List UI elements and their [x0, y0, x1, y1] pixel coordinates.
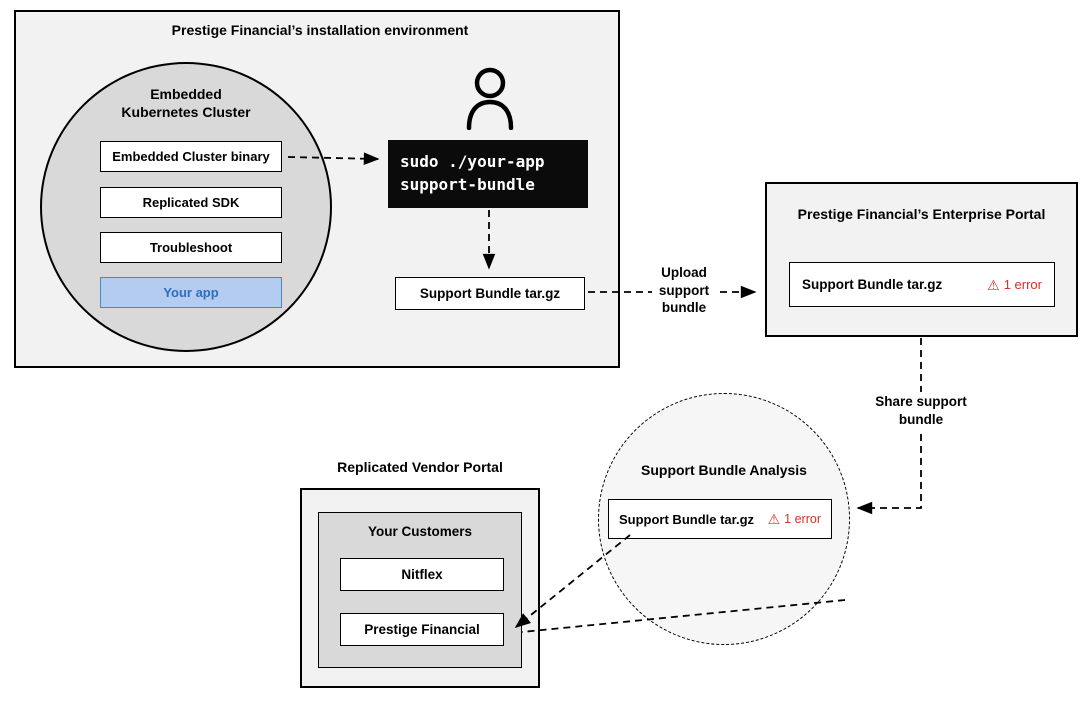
analysis-title: Support Bundle Analysis — [641, 462, 807, 478]
customer-nitflex-node: Nitflex — [340, 558, 504, 591]
analysis-bundle-row: Support Bundle tar.gz ⚠ 1 error — [608, 499, 832, 539]
terminal-line-1: sudo ./your-app — [400, 152, 545, 171]
analysis-error-badge: ⚠ 1 error — [768, 512, 821, 526]
replicated-sdk-node: Replicated SDK — [100, 187, 282, 218]
terminal-line-2: support-bundle — [400, 175, 535, 195]
upload-support-bundle-label: Upload support bundle — [652, 263, 716, 318]
your-app-node: Your app — [100, 277, 282, 308]
person-icon — [466, 67, 514, 130]
customer-prestige-financial-label: Prestige Financial — [364, 622, 480, 637]
support-bundle-node: Support Bundle tar.gz — [395, 277, 585, 310]
terminal-command-box: sudo ./your-app support-bundle — [388, 140, 588, 208]
enterprise-error-label: 1 error — [1003, 277, 1042, 292]
installation-environment-title: Prestige Financial’s installation enviro… — [171, 22, 469, 38]
embedded-cluster-binary-node: Embedded Cluster binary — [100, 141, 282, 172]
troubleshoot-label: Troubleshoot — [149, 240, 233, 255]
customer-prestige-financial-node: Prestige Financial — [340, 613, 504, 646]
support-bundle-label: Support Bundle tar.gz — [419, 286, 561, 301]
enterprise-portal-panel — [765, 182, 1078, 337]
replicated-sdk-label: Replicated SDK — [142, 195, 240, 210]
share-support-bundle-label: Share support bundle — [868, 392, 974, 430]
enterprise-portal-bundle-row: Support Bundle tar.gz ⚠ 1 error — [789, 262, 1055, 307]
analysis-bundle-label: Support Bundle tar.gz — [619, 511, 755, 527]
customer-nitflex-label: Nitflex — [401, 567, 443, 582]
warning-icon: ⚠ — [987, 276, 1000, 293]
vendor-portal-title: Replicated Vendor Portal — [337, 459, 503, 475]
enterprise-bundle-label: Support Bundle tar.gz — [802, 277, 943, 292]
your-customers-title: Your Customers — [367, 524, 473, 539]
enterprise-portal-title: Prestige Financial’s Enterprise Portal — [797, 206, 1046, 222]
enterprise-error-badge: ⚠ 1 error — [987, 277, 1042, 292]
cluster-title: Embedded Kubernetes Cluster — [121, 86, 251, 120]
embedded-cluster-binary-label: Embedded Cluster binary — [112, 149, 270, 164]
warning-icon: ⚠ — [767, 511, 781, 527]
analysis-error-label: 1 error — [784, 512, 821, 526]
troubleshoot-node: Troubleshoot — [100, 232, 282, 263]
your-app-label: Your app — [163, 285, 219, 300]
